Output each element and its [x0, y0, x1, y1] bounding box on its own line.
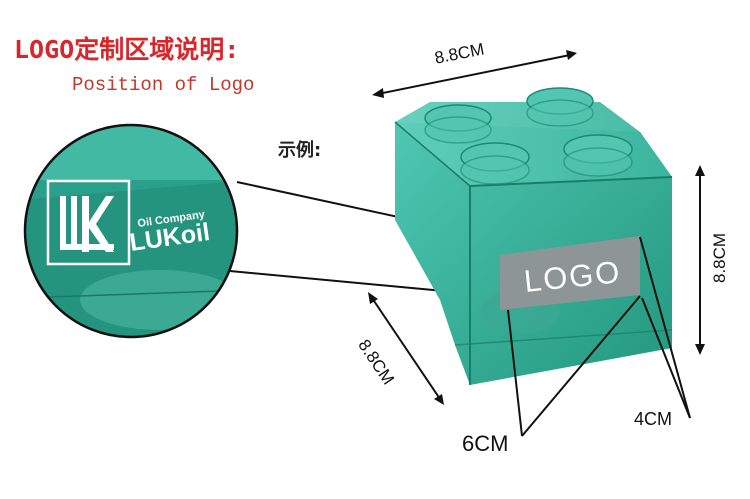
title-english: Position of Logo	[72, 74, 255, 96]
piggy-bank-cube	[394, 87, 673, 385]
dimension-logo-width: 6CM	[462, 431, 509, 456]
lukoil-logo-mark	[46, 179, 131, 266]
logo-plate: LOGO	[500, 236, 640, 310]
leader-lines	[507, 236, 691, 437]
dimension-logo-height: 4CM	[634, 409, 673, 429]
example-label: 示例:	[278, 140, 322, 161]
title-chinese: LOGO定制区域说明:	[14, 35, 240, 64]
dimension-arrows	[368, 50, 705, 405]
dimension-right: 8.8CM	[710, 232, 729, 283]
zoom-circle: Oil Company LUKoil	[23, 123, 239, 339]
